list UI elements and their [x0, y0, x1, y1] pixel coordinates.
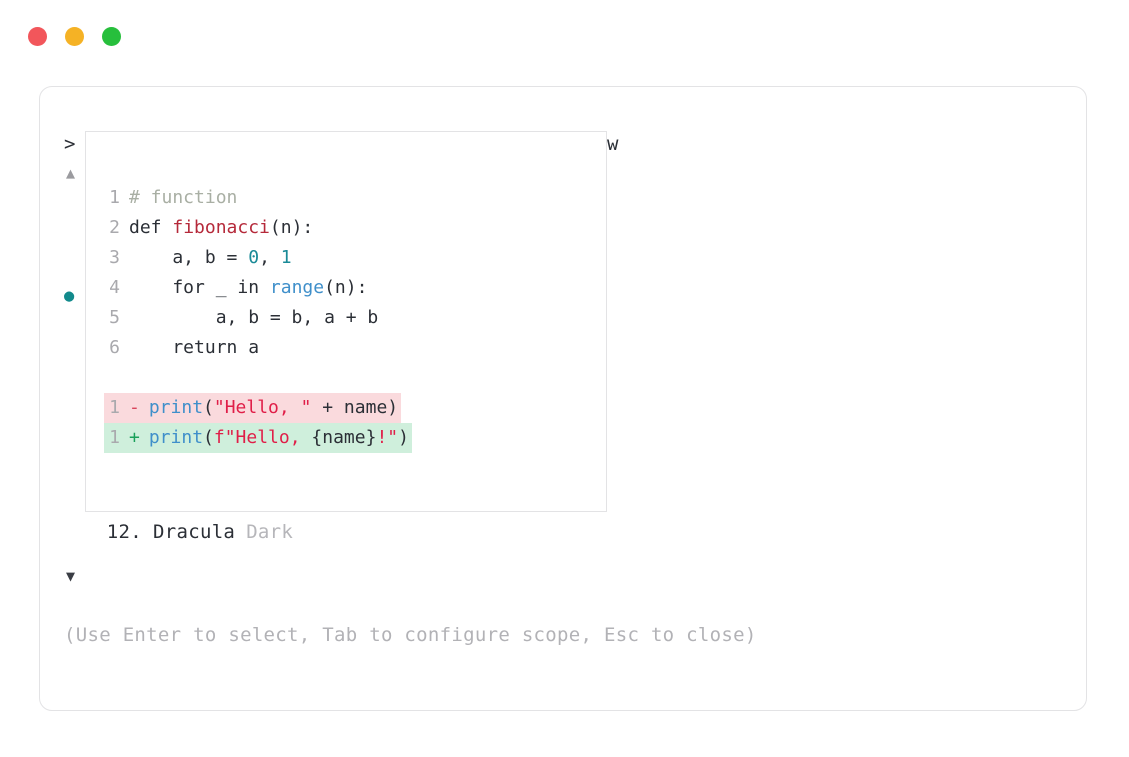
window-titlebar: [28, 27, 121, 46]
theme-picker-card: > Select Theme ▲ 1.ANSILight2.AyuLight3.…: [39, 86, 1087, 711]
code-token: for _ in: [129, 277, 270, 298]
code-token: (n):: [324, 277, 368, 298]
line-number: 1: [109, 397, 120, 418]
line-number: 2: [109, 217, 120, 238]
preview-title: Preview: [536, 133, 1076, 155]
theme-item-mode: Dark: [246, 521, 294, 543]
code-line: 5 a, b = b, a + b: [104, 303, 412, 333]
code-line-text: def fibonacci(n):: [120, 213, 313, 243]
code-line-text: for _ in range(n):: [120, 273, 367, 303]
code-line-text: # function: [120, 183, 237, 213]
code-token: (: [203, 397, 214, 418]
code-token: a, b =: [129, 247, 249, 268]
line-number: 6: [109, 337, 120, 358]
code-line-text: a, b = 0, 1: [120, 243, 292, 273]
line-number: 5: [109, 307, 120, 328]
code-token: "Hello, ": [213, 397, 312, 418]
code-token: 1: [280, 247, 292, 268]
code-token: ,: [259, 247, 281, 268]
code-line: 1 # function: [104, 183, 412, 213]
code-token: !": [376, 427, 399, 448]
code-token: def: [129, 217, 173, 238]
code-token: (n):: [269, 217, 314, 238]
code-line-text: return a: [120, 333, 259, 363]
diff-line-plus: 1+print(f"Hello, {name}!"): [104, 423, 412, 453]
diff-line-minus: 1-print("Hello, " + name): [104, 393, 402, 423]
code-token: print: [148, 427, 204, 448]
code-token: {name}: [311, 427, 377, 448]
code-line: 3 a, b = 0, 1: [104, 243, 412, 273]
line-number: 4: [109, 277, 120, 298]
maximize-dot[interactable]: [102, 27, 121, 46]
keyboard-hint: (Use Enter to select, Tab to configure s…: [64, 624, 757, 646]
code-blank-line: [104, 363, 412, 393]
code-token: a, b = b, a + b: [129, 307, 379, 328]
code-token: f"Hello,: [213, 427, 312, 448]
code-token: + name): [311, 397, 399, 418]
code-token: 0: [248, 247, 260, 268]
preview-panel: Preview: [536, 133, 1076, 155]
selected-bullet-icon: ●: [64, 286, 75, 306]
code-token: fibonacci: [172, 217, 270, 238]
code-token: print: [148, 397, 204, 418]
code-line: 4 for _ in range(n):: [104, 273, 412, 303]
theme-item-name: Dracula: [153, 521, 236, 543]
diff-sign: +: [129, 427, 140, 448]
line-number: 1: [109, 187, 120, 208]
diff-line-text: print("Hello, " + name): [140, 393, 401, 423]
code-token: range: [269, 277, 325, 298]
diff-line-text: print(f"Hello, {name}!"): [140, 423, 412, 453]
scroll-up-icon[interactable]: ▲: [66, 164, 76, 182]
code-token: ): [398, 427, 409, 448]
line-number: 1: [109, 427, 120, 448]
minimize-dot[interactable]: [65, 27, 84, 46]
line-number: 3: [109, 247, 120, 268]
code-line: 6 return a: [104, 333, 412, 363]
code-token: return a: [129, 337, 260, 358]
theme-list-item[interactable]: 12. Dracula Dark: [64, 521, 534, 551]
diff-sign: -: [129, 397, 140, 418]
code-line-text: a, b = b, a + b: [120, 303, 379, 333]
code-token: (: [203, 427, 214, 448]
close-dot[interactable]: [28, 27, 47, 46]
theme-item-index: 12.: [106, 521, 142, 543]
code-token: # function: [129, 187, 238, 208]
scroll-down-icon[interactable]: ▼: [66, 567, 76, 585]
